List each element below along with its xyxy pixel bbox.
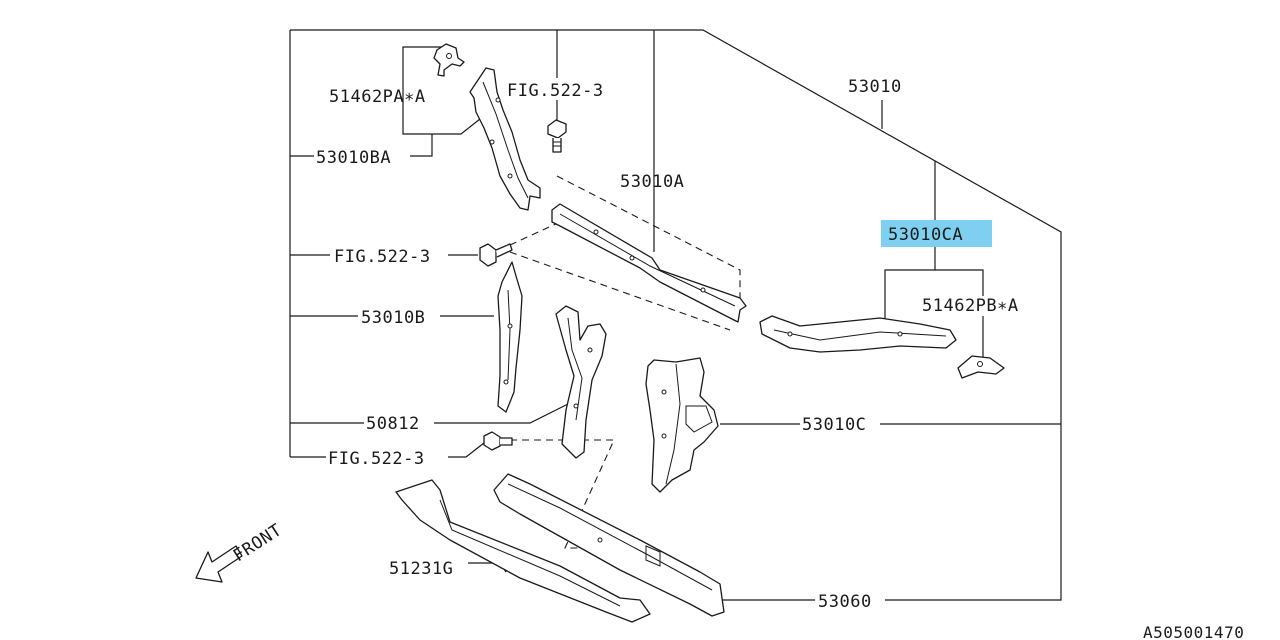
label-51462pb[interactable]: 51462PB∗A — [922, 296, 1019, 316]
label-53060[interactable]: 53060 — [818, 592, 872, 612]
member-53010ca — [759, 315, 957, 353]
front-label: FRONT — [230, 520, 286, 566]
panel-51231g — [395, 479, 651, 623]
leader-lines — [290, 46, 984, 601]
bracket-51462pb — [957, 355, 1005, 379]
label-fig-522-3-top[interactable]: FIG.522-3 — [507, 81, 604, 101]
label-53010c[interactable]: 53010C — [802, 415, 866, 435]
member-53010a — [551, 203, 747, 323]
label-51462pa[interactable]: 51462PA∗A — [329, 87, 426, 107]
front-arrow-icon — [195, 545, 243, 583]
label-50812[interactable]: 50812 — [366, 414, 420, 434]
bolt-mid — [479, 243, 513, 267]
diagram-id: A505001470 — [1143, 623, 1244, 640]
label-53010b[interactable]: 53010B — [361, 308, 425, 328]
bracket-51462pa — [433, 43, 465, 77]
bolt-top — [547, 119, 567, 153]
label-53010[interactable]: 53010 — [848, 77, 902, 97]
bracket-53010ba — [469, 67, 541, 211]
label-53010ba[interactable]: 53010BA — [316, 148, 391, 168]
label-51231g[interactable]: 51231G — [389, 559, 453, 579]
bolt-low — [483, 431, 513, 451]
stay-50812 — [555, 305, 607, 459]
leader-frame — [289, 29, 1062, 601]
highlight-53010ca — [881, 220, 992, 247]
label-fig-522-3-low[interactable]: FIG.522-3 — [328, 449, 425, 469]
panel-53010c — [645, 357, 719, 493]
stay-53010b — [497, 261, 523, 413]
label-fig-522-3-mid[interactable]: FIG.522-3 — [334, 247, 431, 267]
member-53060 — [493, 473, 725, 617]
label-53010ca[interactable]: 53010CA — [888, 225, 963, 245]
label-53010a[interactable]: 53010A — [620, 172, 684, 192]
